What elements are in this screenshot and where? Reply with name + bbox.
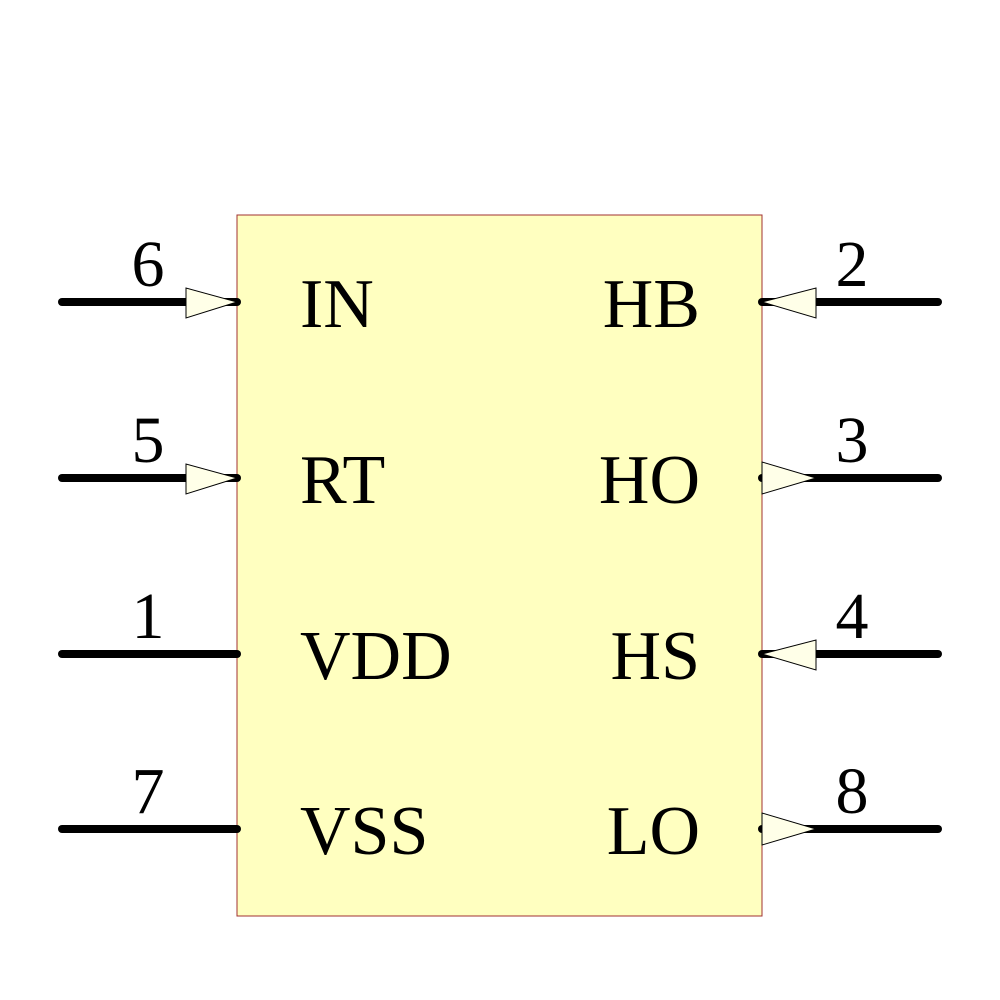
input-arrow-icon xyxy=(760,639,817,671)
pin-name: HB xyxy=(603,266,700,343)
pin-8: 8LO xyxy=(607,755,942,870)
pin-number: 3 xyxy=(836,404,869,477)
pin-name: RT xyxy=(300,442,385,519)
pin-number: 1 xyxy=(132,580,165,653)
pin-number: 8 xyxy=(836,755,869,828)
pin-number: 5 xyxy=(132,404,165,477)
input-arrow-icon xyxy=(185,287,239,319)
pin-number: 7 xyxy=(132,755,165,828)
pin-name: VDD xyxy=(300,618,452,695)
pin-number: 2 xyxy=(836,228,869,301)
component-body xyxy=(236,214,763,917)
pin-2: 2HB xyxy=(603,228,942,343)
pin-name: HO xyxy=(599,442,700,519)
output-arrow-icon xyxy=(761,461,818,495)
pin-name: HS xyxy=(611,618,700,695)
pin-3: 3HO xyxy=(599,404,942,519)
input-arrow-icon xyxy=(760,287,817,319)
pin-name: IN xyxy=(300,266,374,343)
pin-number: 4 xyxy=(836,580,869,653)
pin-4: 4HS xyxy=(611,580,942,695)
pin-number: 6 xyxy=(132,228,165,301)
input-arrow-icon xyxy=(185,463,239,495)
pin-name: LO xyxy=(607,793,700,870)
output-arrow-icon xyxy=(761,812,818,846)
pin-name: VSS xyxy=(300,793,428,870)
pin-6: 6IN xyxy=(58,228,374,343)
pin-5: 5RT xyxy=(58,404,385,519)
